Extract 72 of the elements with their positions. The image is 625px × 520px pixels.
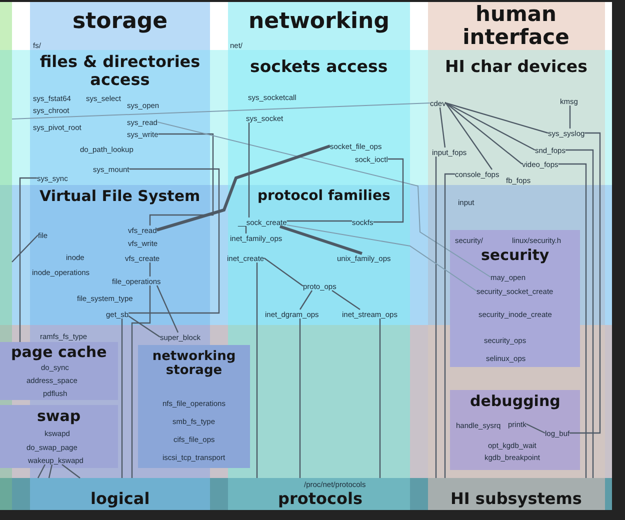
connector-line (444, 173, 455, 478)
section-title: networking (248, 10, 390, 34)
connector-line (299, 318, 301, 478)
connector-line (439, 107, 446, 148)
connector-line (445, 102, 522, 164)
map-cell (30, 2, 210, 50)
connector-line (373, 158, 404, 223)
group-box (138, 345, 250, 468)
connector-line (62, 464, 80, 478)
map-cell (228, 2, 410, 50)
section-title: page cache (11, 344, 107, 360)
connector-line (264, 258, 304, 286)
connector-line (121, 318, 123, 478)
connector-line (558, 163, 587, 478)
map-cell (30, 185, 210, 325)
map-cell (428, 50, 605, 185)
connector-line (526, 423, 546, 434)
group-box (450, 230, 580, 367)
group-box (450, 390, 580, 470)
section-title: security (481, 247, 550, 264)
section-title: HI subsystems (450, 490, 582, 508)
group-box (0, 342, 118, 400)
connector-line (332, 290, 360, 310)
group-box (0, 405, 118, 468)
map-cell (30, 50, 210, 185)
connector-line (570, 132, 601, 434)
connector-line (445, 102, 492, 170)
section-title: HI char devices (445, 58, 588, 76)
section-title: Virtual File System (40, 188, 200, 204)
map-cell (30, 478, 210, 510)
connector-line (156, 122, 491, 278)
connector-line (128, 168, 220, 314)
connector-line (128, 316, 160, 338)
map-cell (228, 50, 410, 185)
connector-line (569, 106, 571, 128)
section-title: swap (37, 408, 81, 424)
map-cell (428, 185, 605, 478)
section-title: files & directories access (38, 53, 202, 88)
connector-line (280, 225, 362, 255)
connector-line (446, 102, 548, 134)
connector-line (435, 156, 437, 478)
connector-line (48, 464, 53, 478)
connector-line (149, 262, 151, 276)
connector-line (19, 177, 37, 342)
map-cell (228, 478, 410, 510)
connector-line (131, 286, 151, 478)
connector-line (286, 220, 352, 222)
connector-line (379, 318, 381, 478)
section-title: debugging (470, 393, 560, 410)
connector-line (300, 290, 312, 310)
connector-line (248, 122, 250, 218)
section-title: sockets access (250, 58, 388, 76)
connector-line (245, 226, 247, 234)
column-band (0, 2, 12, 325)
connector-line (286, 224, 477, 292)
connector-line (149, 133, 214, 226)
section-title: protocols (278, 490, 362, 508)
connector-line (12, 234, 38, 262)
connector-line (566, 149, 594, 478)
connector-line (156, 144, 330, 232)
section-title: storage (72, 10, 168, 34)
connector-line (37, 464, 46, 478)
section-title: networking storage (151, 350, 237, 379)
section-title: logical (90, 490, 150, 508)
connector-line (12, 102, 430, 120)
section-title: human interface (462, 3, 570, 50)
connector-line (156, 285, 179, 333)
connector-line (446, 102, 536, 151)
map-cell (428, 2, 605, 50)
map-cell (428, 478, 605, 510)
section-title: protocol families (258, 189, 390, 204)
connector-line (256, 262, 258, 478)
